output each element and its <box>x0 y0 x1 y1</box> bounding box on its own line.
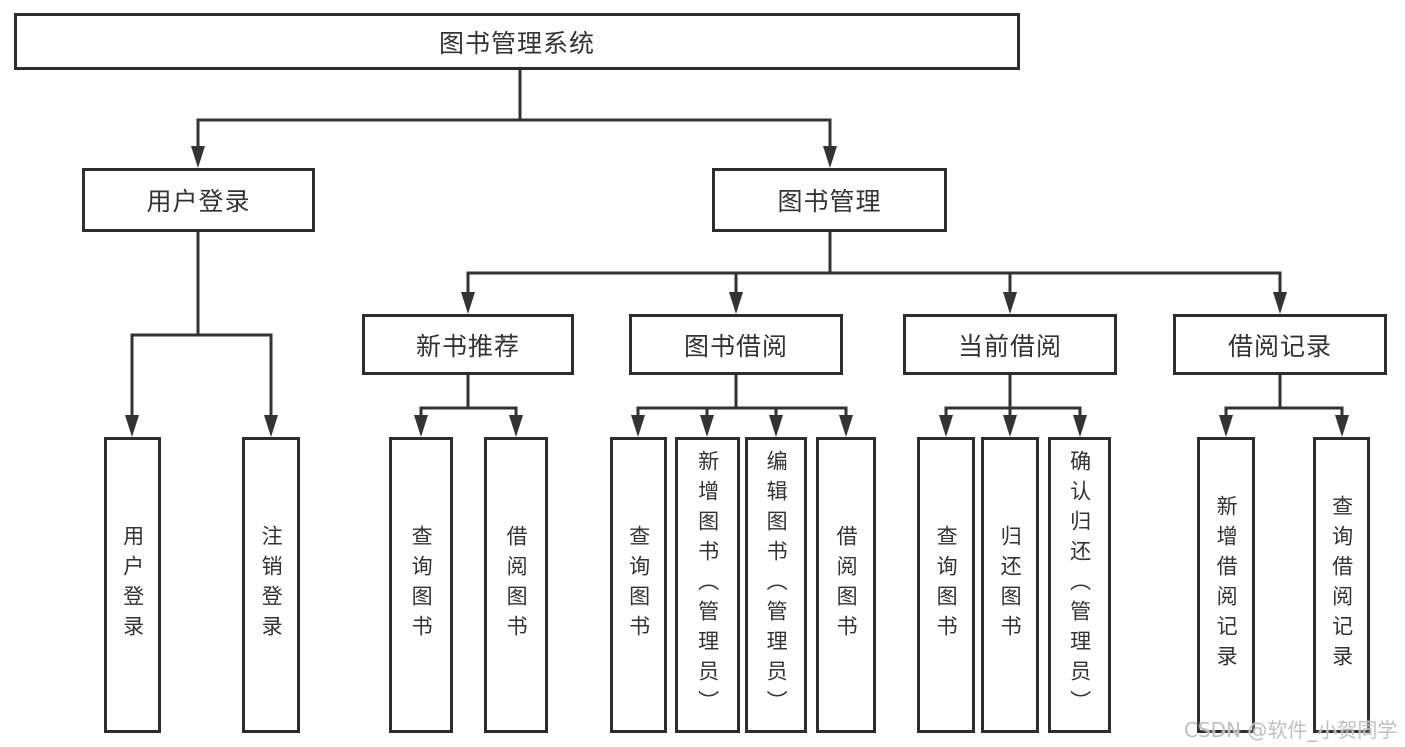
node-book-management-label: 图书管理 <box>777 187 882 216</box>
leaf-logout-label: 注销登录 <box>259 525 284 645</box>
node-new-book-recommendation-label: 新书推荐 <box>415 331 520 361</box>
leaf-borrowing-add-books-admin: 新增图书（管理员） <box>675 437 740 733</box>
node-root: 图书管理系统 <box>14 13 1020 70</box>
node-user-login-label: 用户登录 <box>146 187 251 216</box>
leaf-borrowing-edit-books-admin-label: 编辑图书（管理员） <box>764 450 789 720</box>
leaf-recommend-borrow-books: 借阅图书 <box>484 437 548 733</box>
leaf-user-login-label: 用户登录 <box>120 525 145 645</box>
leaf-records-query-record: 查询借阅记录 <box>1313 437 1370 733</box>
connector-user-login-to-leaves <box>125 230 278 437</box>
node-book-borrowing-label: 图书借阅 <box>683 331 788 361</box>
node-book-management: 图书管理 <box>712 168 947 232</box>
leaf-records-query-record-label: 查询借阅记录 <box>1329 495 1354 675</box>
leaf-current-return-books: 归还图书 <box>981 437 1039 733</box>
leaf-user-login: 用户登录 <box>104 437 161 733</box>
leaf-current-confirm-return-admin-label: 确认归还（管理员） <box>1067 450 1092 720</box>
leaf-borrowing-borrow-books-label: 借阅图书 <box>834 525 859 645</box>
connector-book-management-to-level3 <box>461 230 1287 314</box>
leaf-records-add-record-label: 新增借阅记录 <box>1214 495 1239 675</box>
node-current-borrowing-label: 当前借阅 <box>957 331 1062 361</box>
leaf-current-confirm-return-admin: 确认归还（管理员） <box>1048 437 1111 733</box>
node-user-login: 用户登录 <box>82 168 315 232</box>
leaf-borrowing-edit-books-admin: 编辑图书（管理员） <box>745 437 807 733</box>
leaf-borrowing-add-books-admin-label: 新增图书（管理员） <box>695 450 720 720</box>
node-borrowing-records-label: 借阅记录 <box>1227 331 1332 361</box>
node-borrowing-records: 借阅记录 <box>1173 314 1387 375</box>
node-new-book-recommendation: 新书推荐 <box>362 314 574 375</box>
connector-book-borrowing-leaves <box>631 373 853 437</box>
leaf-recommend-borrow-books-label: 借阅图书 <box>504 525 529 645</box>
node-book-borrowing: 图书借阅 <box>629 314 843 375</box>
connector-new-book-recommendation-leaves <box>414 373 523 437</box>
connector-borrowing-records-leaves <box>1219 373 1349 437</box>
connector-current-borrowing-leaves <box>939 373 1087 437</box>
leaf-current-return-books-label: 归还图书 <box>998 525 1023 645</box>
leaf-current-query-books-label: 查询图书 <box>934 525 959 645</box>
leaf-logout: 注销登录 <box>242 437 300 733</box>
connector-root-to-level2 <box>191 68 837 168</box>
leaf-borrowing-query-books-label: 查询图书 <box>626 525 651 645</box>
leaf-records-add-record: 新增借阅记录 <box>1197 437 1255 733</box>
leaf-current-query-books: 查询图书 <box>917 437 975 733</box>
node-root-label: 图书管理系统 <box>438 28 595 58</box>
leaf-borrowing-borrow-books: 借阅图书 <box>816 437 876 733</box>
watermark: CSDN @软件_小贺同学 <box>1184 718 1398 742</box>
leaf-recommend-query-books: 查询图书 <box>389 437 453 733</box>
leaf-recommend-query-books-label: 查询图书 <box>409 525 434 645</box>
leaf-borrowing-query-books: 查询图书 <box>610 437 667 733</box>
node-current-borrowing: 当前借阅 <box>903 314 1117 375</box>
